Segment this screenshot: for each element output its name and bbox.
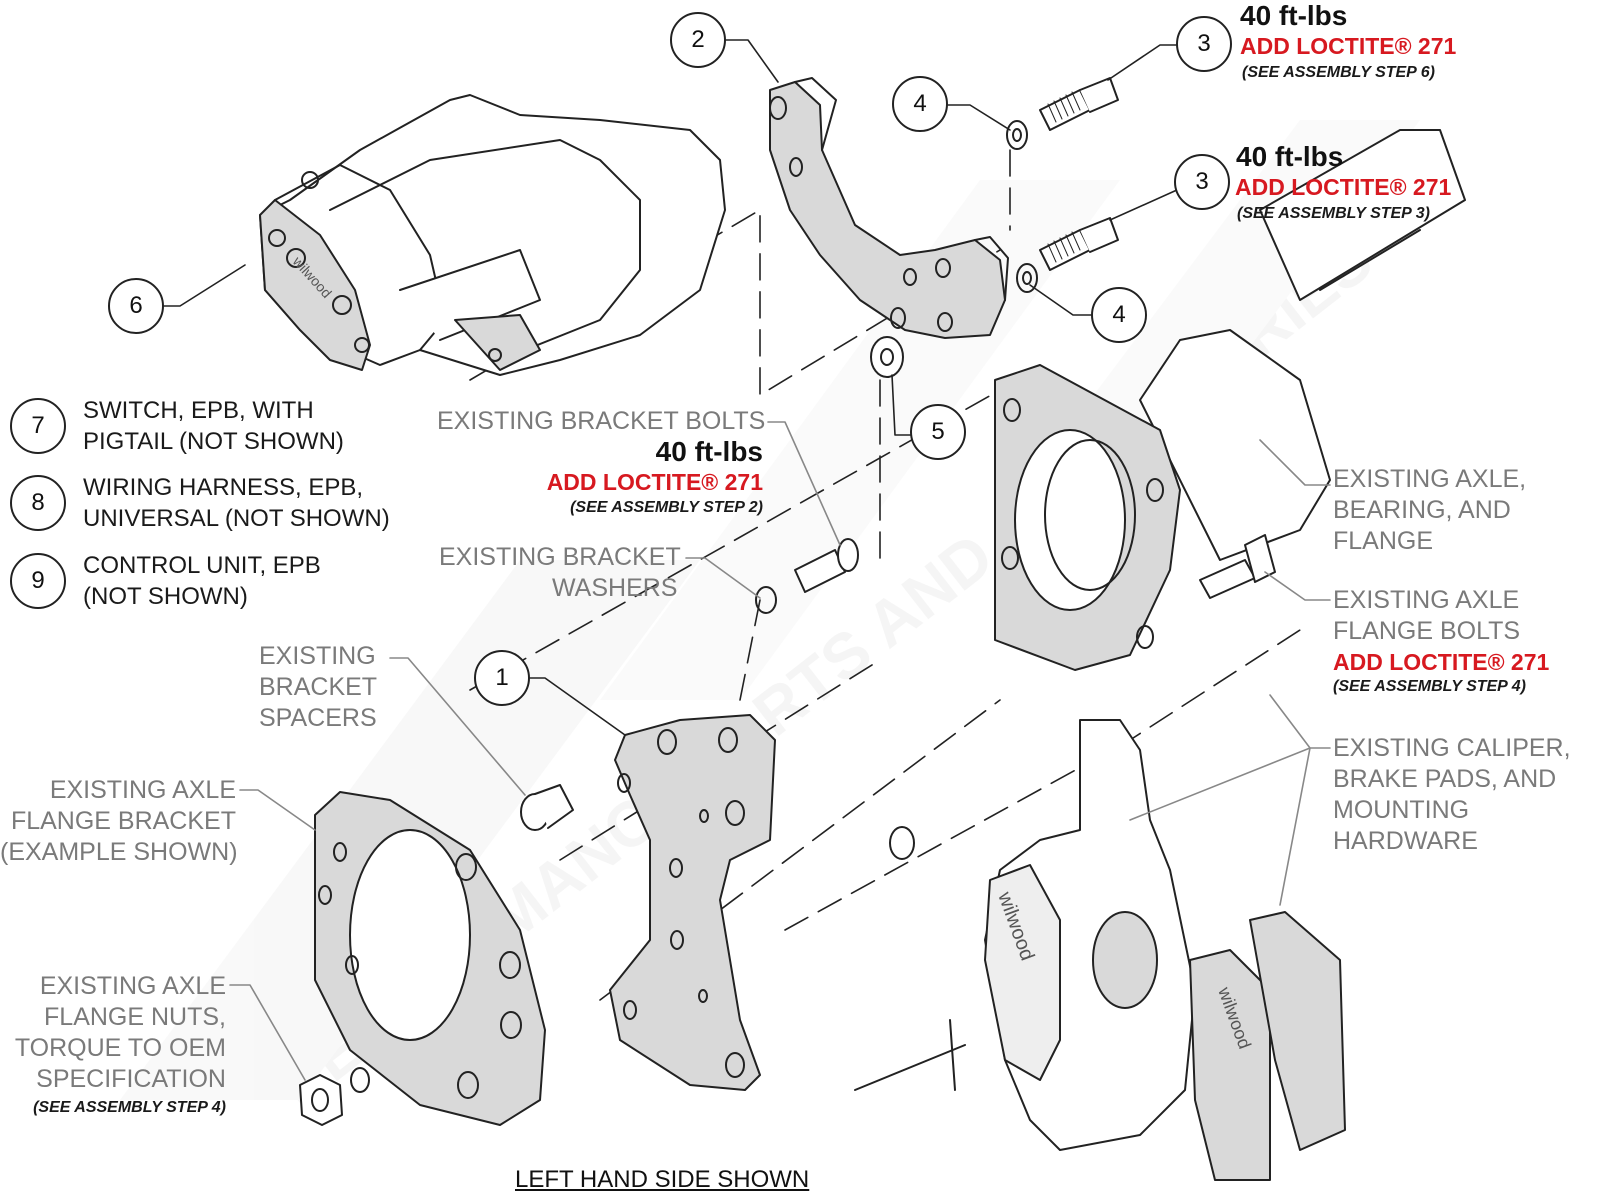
balloon-9: 9 xyxy=(10,553,66,609)
grey-leader-lines xyxy=(229,421,1331,1081)
existing-bracket-bolt[interactable] xyxy=(794,538,859,593)
legend-9-line1: CONTROL UNIT, EPB xyxy=(83,552,321,579)
callout-label: BRAKE PADS, AND xyxy=(1333,765,1557,793)
balloon-3-lower: 3 xyxy=(1174,154,1230,210)
callout-label: EXISTING BRACKET BOLTS xyxy=(437,407,766,435)
bolt-lower[interactable] xyxy=(1039,217,1119,271)
loctite-note: ADD LOCTITE® 271 xyxy=(1240,33,1457,59)
assembly-step-ref: (SEE ASSEMBLY STEP 3) xyxy=(1237,205,1430,222)
axle-bearing-flange[interactable] xyxy=(994,129,1466,671)
balloon-4-lower: 4 xyxy=(1091,287,1147,343)
loctite-note: ADD LOCTITE® 271 xyxy=(1235,174,1452,200)
existing-caliper[interactable]: wilwood xyxy=(984,719,1196,1151)
assembly-step-ref: (SEE ASSEMBLY STEP 6) xyxy=(1242,64,1435,81)
callout-label: EXISTING BRACKET xyxy=(439,543,681,571)
callout-label: (EXAMPLE SHOWN) xyxy=(0,838,238,866)
legend-7-line2: PIGTAIL (NOT SHOWN) xyxy=(83,428,344,455)
loctite-note: ADD LOCTITE® 271 xyxy=(1333,649,1550,675)
torque-spec: 40 ft-lbs xyxy=(1236,141,1344,172)
callout-label: EXISTING CALIPER, xyxy=(1333,734,1571,762)
balloon-7: 7 xyxy=(10,398,66,454)
callout-label: EXISTING AXLE xyxy=(39,972,226,1000)
legend-7-line1: SWITCH, EPB, WITH xyxy=(83,397,314,424)
caliper-pin[interactable] xyxy=(854,1019,966,1091)
callout-label: EXISTING AXLE xyxy=(1333,586,1520,614)
torque-spec: 40 ft-lbs xyxy=(1240,0,1348,31)
existing-brake-pads[interactable]: wilwood xyxy=(1189,911,1346,1181)
callout-label: FLANGE xyxy=(1333,527,1434,555)
axle-flange-nut[interactable] xyxy=(299,1067,370,1126)
assembly-step-ref: (SEE ASSEMBLY STEP 4) xyxy=(33,1099,226,1116)
balloon-6: 6 xyxy=(108,278,164,334)
epb-caliper[interactable]: wilwood xyxy=(259,94,726,376)
washer-upper[interactable] xyxy=(1006,120,1028,150)
callout-label: FLANGE BRACKET xyxy=(10,807,236,835)
balloon-2: 2 xyxy=(670,12,726,68)
existing-bracket-spacer[interactable] xyxy=(520,784,574,831)
callout-label: BRACKET xyxy=(259,673,378,701)
mounting-bracket[interactable] xyxy=(609,714,776,1091)
legend-8-line2: UNIVERSAL (NOT SHOWN) xyxy=(83,505,390,532)
callout-label: HARDWARE xyxy=(1333,827,1478,855)
callout-label: TORQUE TO OEM xyxy=(14,1034,226,1062)
callout-label: FLANGE NUTS, xyxy=(44,1003,226,1031)
legend-8-line1: WIRING HARNESS, EPB, xyxy=(83,474,364,501)
callout-label: EXISTING AXLE, xyxy=(1333,465,1527,493)
balloon-3-upper: 3 xyxy=(1176,16,1232,72)
callout-label: EXISTING xyxy=(259,642,376,670)
callout-label: WASHERS xyxy=(552,574,678,602)
balloon-1: 1 xyxy=(474,650,530,706)
caliper-bracket[interactable] xyxy=(769,77,1009,339)
balloon-8: 8 xyxy=(10,475,66,531)
assembly-step-ref: (SEE ASSEMBLY STEP 4) xyxy=(1333,678,1526,695)
spacer[interactable] xyxy=(870,336,904,378)
washer-lower[interactable] xyxy=(1016,263,1038,293)
callout-label: EXISTING AXLE xyxy=(49,776,236,804)
balloon-4-upper: 4 xyxy=(892,76,948,132)
callout-label: FLANGE BOLTS xyxy=(1333,617,1521,645)
balloon-5: 5 xyxy=(910,404,966,460)
callout-label: BEARING, AND xyxy=(1333,496,1511,524)
existing-bracket-washer[interactable] xyxy=(755,586,777,614)
callout-label: SPECIFICATION xyxy=(36,1065,226,1093)
callout-label: MOUNTING xyxy=(1333,796,1470,824)
axle-flange-bolt[interactable] xyxy=(1199,534,1276,599)
axle-flange-bracket[interactable] xyxy=(314,791,546,1126)
callout-label: SPACERS xyxy=(259,704,377,732)
loctite-note: ADD LOCTITE® 271 xyxy=(546,469,763,495)
torque-spec: 40 ft-lbs xyxy=(655,436,763,467)
legend-9-line2: (NOT SHOWN) xyxy=(83,583,248,610)
side-shown-note: LEFT HAND SIDE SHOWN xyxy=(515,1166,810,1193)
assembly-step-ref: (SEE ASSEMBLY STEP 2) xyxy=(570,499,763,516)
existing-caliper-washer[interactable] xyxy=(889,826,915,860)
bolt-upper[interactable] xyxy=(1039,77,1119,131)
